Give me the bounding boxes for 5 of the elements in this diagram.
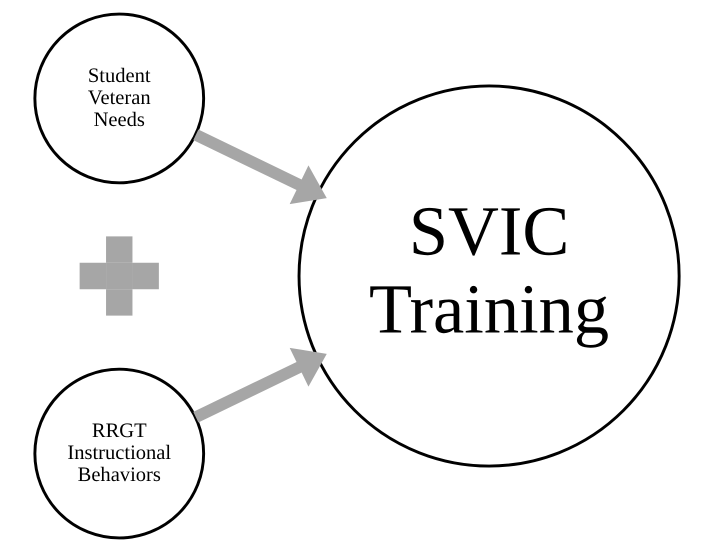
arrow [193, 348, 327, 422]
node-circle: SVIC Training [298, 84, 681, 468]
node-circle: Student Veteran Needs [33, 12, 206, 184]
arrow [193, 130, 327, 204]
node-circle: RRGT Instructional Behaviors [33, 368, 206, 540]
